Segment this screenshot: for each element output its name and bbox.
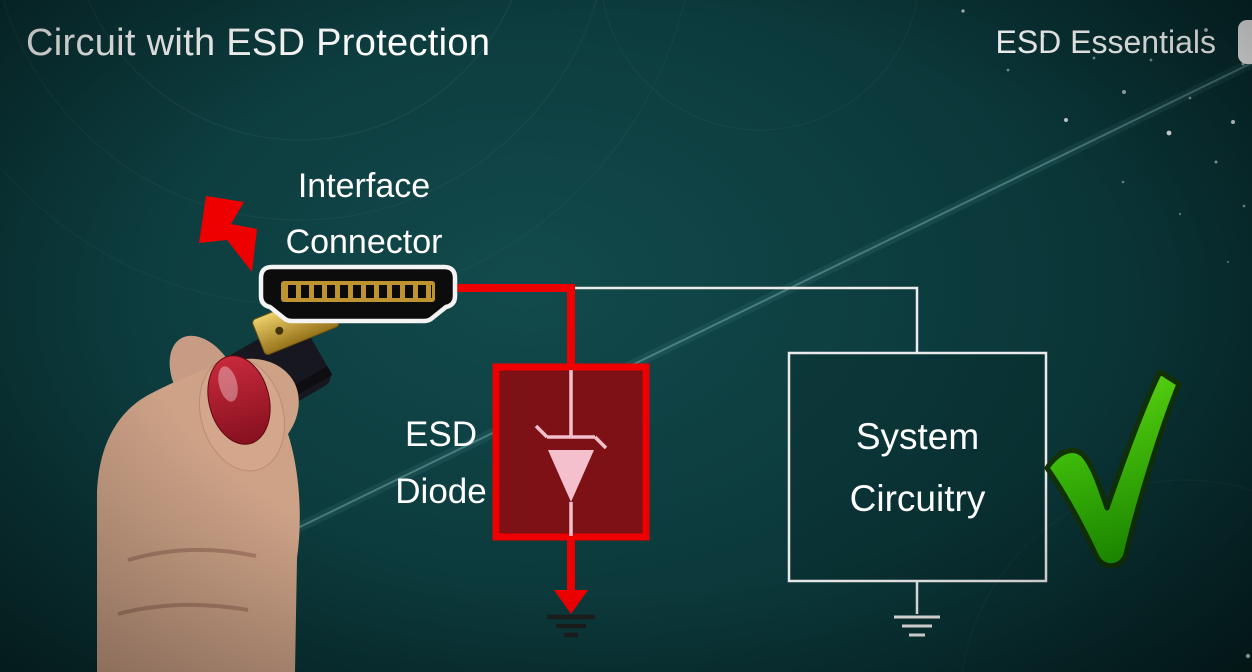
system-circuitry-label-line1: System — [855, 416, 980, 457]
circuit-diagram — [199, 196, 1182, 638]
esd-diode-label-line2: Diode — [395, 472, 487, 511]
interface-connector-label-line2: Connector — [285, 223, 443, 261]
red-thumbnail — [207, 355, 271, 445]
ground-symbol-icon — [894, 581, 940, 637]
check-mark-icon — [1044, 369, 1182, 569]
interface-connector-label: Interface Connector — [239, 158, 489, 270]
finger-crease — [127, 547, 257, 562]
down-arrow — [554, 590, 588, 614]
star-dots — [961, 9, 1251, 659]
brand-text: ESD Essentials — [995, 24, 1216, 60]
system-circuitry-label: System Circuitry — [789, 406, 1046, 530]
page-title: Circuit with ESD Protection — [26, 22, 491, 64]
hdmi-connector-icon — [258, 264, 458, 324]
signal-wire — [571, 286, 919, 353]
esd-path-wire — [452, 284, 575, 370]
light-sweep-curve — [147, 57, 1252, 605]
ground-symbol-icon — [547, 614, 595, 638]
interface-connector-label-line1: Interface — [297, 167, 431, 205]
system-circuitry-box — [787, 351, 1048, 583]
lightning-bolt-icon — [199, 196, 257, 272]
zener-diode-symbol — [534, 370, 608, 536]
finger-crease — [117, 602, 249, 616]
system-circuitry-label-line2: Circuitry — [849, 478, 986, 519]
nail-glare — [218, 366, 238, 402]
hand-holding-hdmi-cable-photo — [97, 291, 340, 672]
esd-diode-label: ESD Diode — [360, 406, 522, 520]
brand-logo-fragment — [1238, 20, 1252, 64]
esd-diode-label-line1: ESD — [405, 415, 477, 454]
